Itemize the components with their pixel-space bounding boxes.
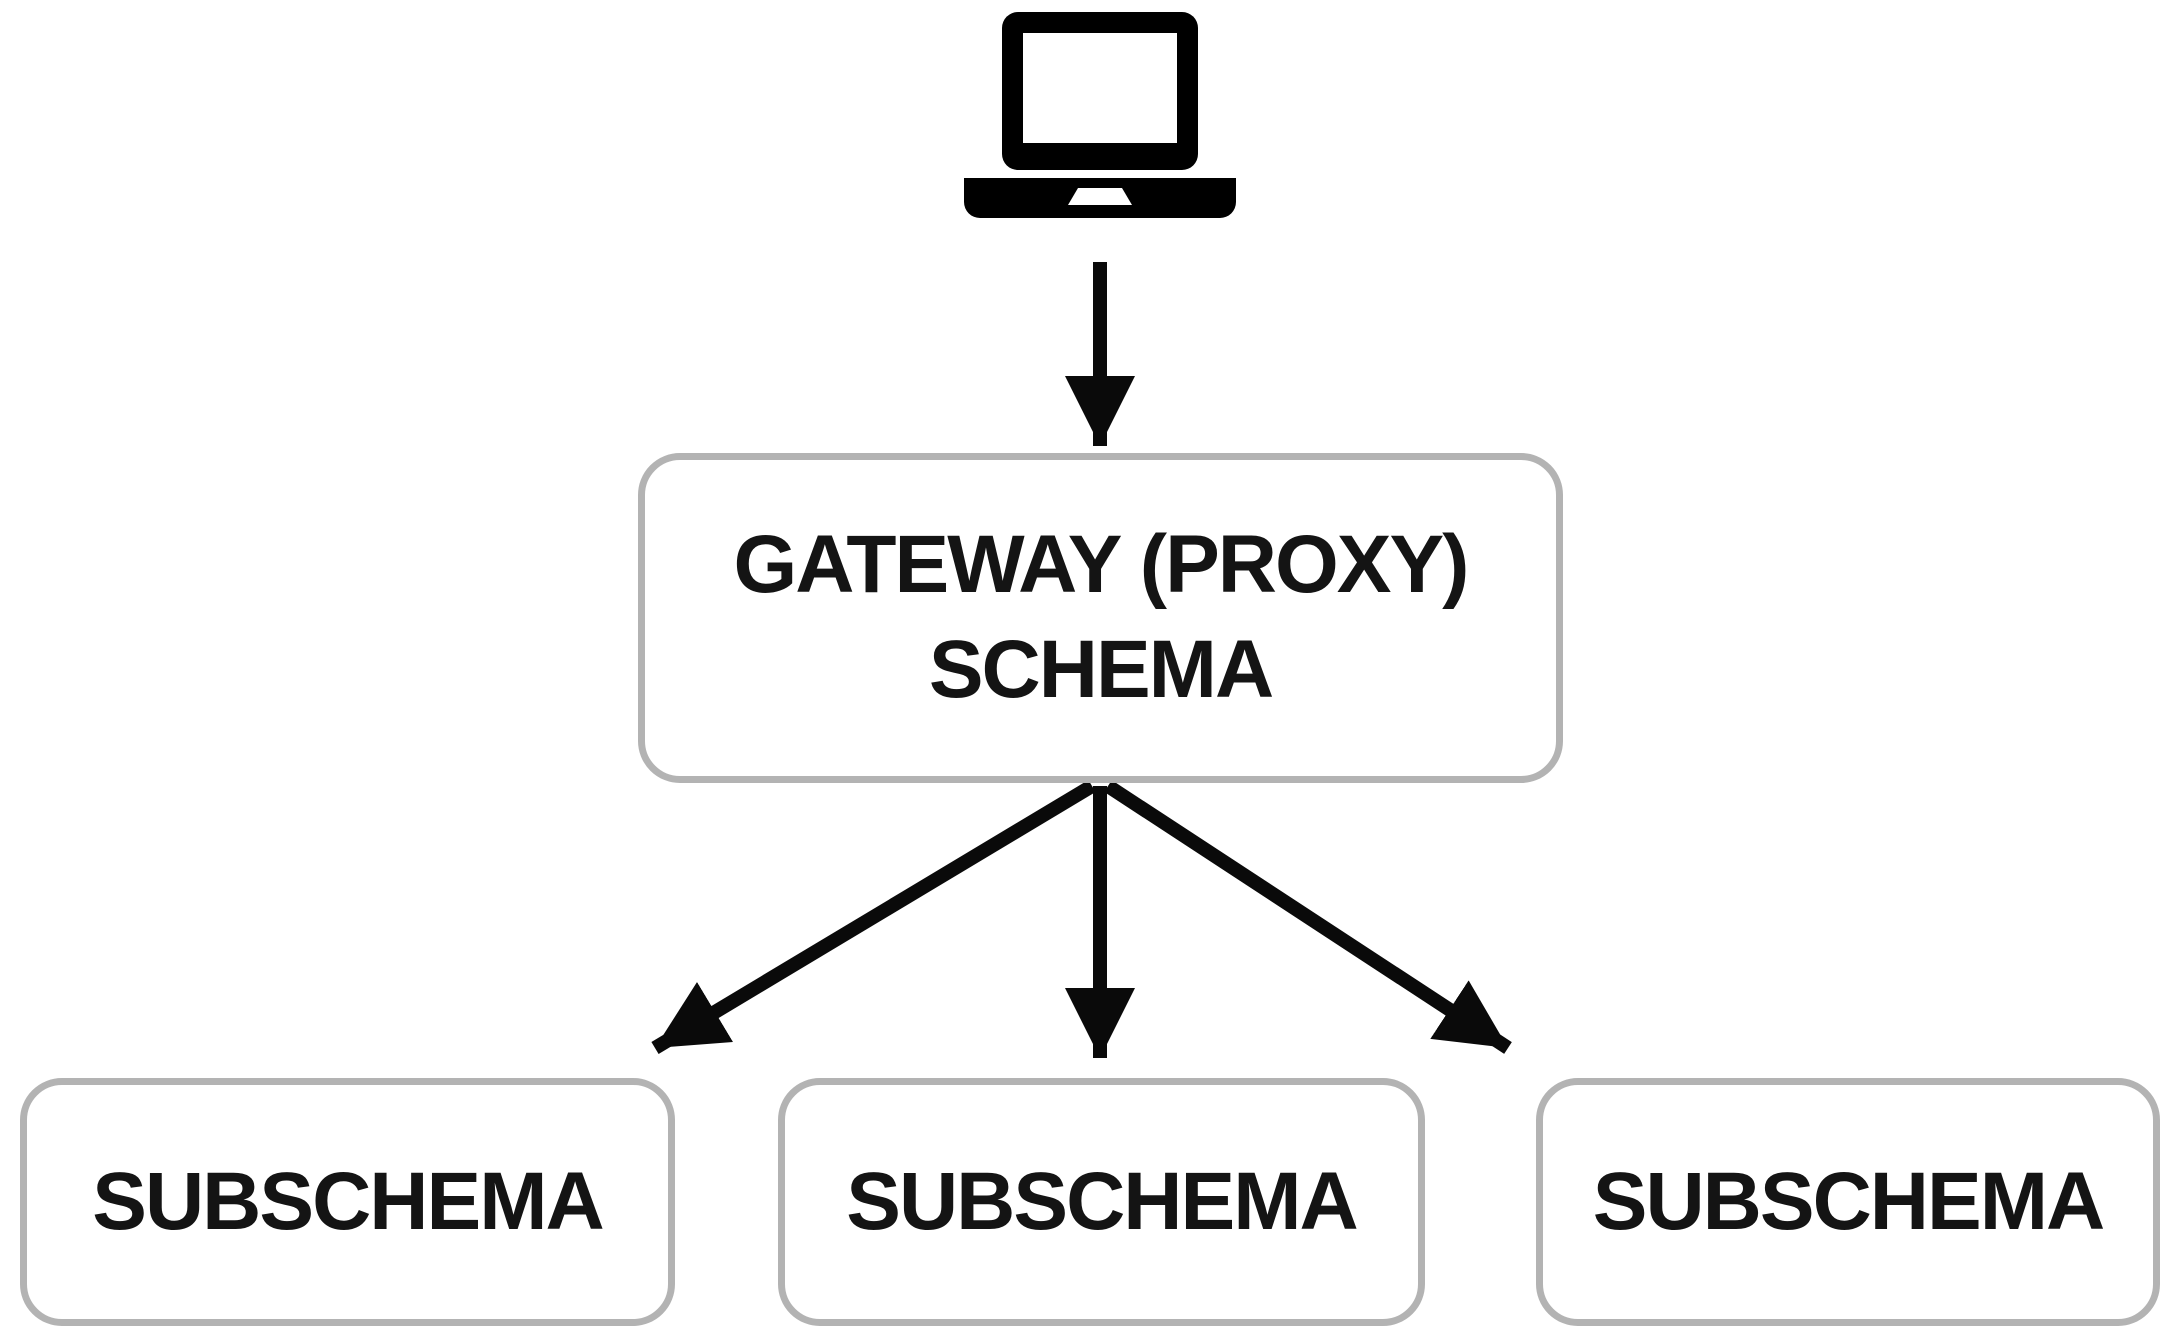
laptop-screen [1023,33,1177,143]
gateway-schema-node: GATEWAY (PROXY) SCHEMA [638,453,1563,783]
subschema-label-2: SUBSCHEMA [846,1155,1358,1247]
subschema-label-1: SUBSCHEMA [92,1155,604,1247]
laptop-base-notch [1068,188,1132,205]
subschema-node-1: SUBSCHEMA [20,1078,675,1326]
arrow-gateway-to-subschema-1 [651,779,1096,1055]
subschema-node-3: SUBSCHEMA [1536,1078,2160,1326]
subschema-node-2: SUBSCHEMA [778,1078,1425,1326]
gateway-label-line2: SCHEMA [928,624,1274,715]
laptop-icon [964,12,1236,218]
arrow-gateway-to-subschema-3 [1104,780,1512,1054]
subschema-label-3: SUBSCHEMA [1592,1155,2105,1247]
gateway-label-line1: GATEWAY (PROXY) [733,519,1470,611]
